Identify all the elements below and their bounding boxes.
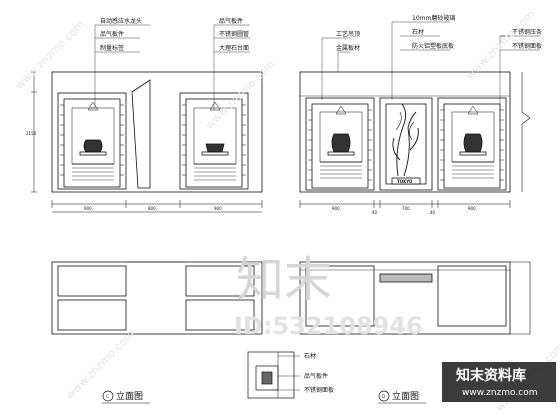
plant-motif-icon	[392, 103, 419, 177]
left-plan	[51, 261, 263, 335]
vase-icon	[463, 133, 483, 153]
vase-icon	[83, 139, 103, 153]
section-detail	[247, 351, 300, 399]
left-dim-3: 900	[214, 206, 222, 211]
left-slanted-panel	[131, 79, 151, 189]
watermark-id: ID:532108946	[234, 312, 423, 340]
right-title: D 立面图	[378, 390, 426, 404]
left-dim-1: 900	[84, 206, 92, 211]
left-annotation-4: 品气板件	[219, 17, 243, 25]
left-title: C 立面图	[102, 390, 150, 404]
right-elevation-labels: 工艺吊顶 金属板材 10mm磨砂玻璃 石材 防火铝塑板底板 不锈钢压条 不锈钢面…	[332, 14, 542, 215]
right-title-text: 立面图	[392, 390, 419, 402]
right-niche-1	[305, 97, 375, 191]
left-wall-outline	[51, 71, 263, 193]
right-dim-3: 700	[402, 206, 410, 211]
left-elevation-labels: 自动感应水龙头 品气板件 制量标签 品气板件 不锈钢圆管 大理石台面 900 8…	[26, 17, 249, 211]
left-annotation-1: 自动感应水龙头	[100, 17, 142, 25]
left-niche-1	[57, 92, 127, 190]
right-title-marker: D	[382, 394, 385, 399]
right-glass-panel	[379, 97, 433, 191]
detail-annotation-1: 石材	[304, 352, 316, 360]
right-dim-4: 40	[430, 210, 436, 215]
watermark-logo: 知末	[236, 252, 332, 308]
detail-annotation-2: 品气板件	[304, 372, 328, 380]
brand-badge	[442, 362, 556, 402]
left-title-marker: C	[106, 394, 109, 399]
right-dim-1: 900	[332, 206, 340, 211]
left-annotation-2: 品气板件	[100, 30, 124, 38]
right-annotation-6: 不锈钢压条	[512, 28, 542, 36]
right-wall-outline	[299, 71, 511, 193]
right-plan	[299, 261, 531, 335]
watermark-url-4: www.znzmo.com	[63, 328, 137, 402]
left-dim-2: 800	[148, 206, 156, 211]
break-line	[521, 72, 531, 192]
right-annotation-2: 金属板材	[336, 44, 360, 52]
right-elevation	[299, 21, 540, 208]
right-annotation-7: 不锈钢面板	[512, 42, 542, 50]
left-title-text: 立面图	[116, 390, 143, 402]
brand-title: 知末资料库	[456, 367, 526, 384]
right-niche-2	[437, 97, 507, 191]
left-elevation	[31, 24, 263, 213]
left-annotation-5: 不锈钢圆管	[219, 30, 249, 38]
right-annotation-4: 石材	[412, 28, 424, 36]
bowl-icon	[205, 143, 225, 153]
right-annotation-1: 工艺吊顶	[336, 30, 360, 38]
brand-url: www.znzmo.com	[462, 388, 537, 398]
right-dim-2: 40	[372, 210, 378, 215]
detail-annotation-3: 不锈钢面板	[304, 386, 334, 394]
detail-labels: 石材 品气板件 不锈钢面板	[304, 352, 334, 394]
right-annotation-5: 防火铝塑板底板	[412, 42, 454, 50]
left-annotation-3: 制量标签	[100, 44, 124, 52]
left-annotation-6: 大理石台面	[219, 44, 249, 52]
tokyo-sign: TOKYO	[397, 179, 413, 184]
right-dim-5: 900	[468, 206, 476, 211]
left-dim-vertical: 2150	[26, 131, 37, 136]
right-annotation-3: 10mm磨砂玻璃	[412, 14, 455, 22]
watermark-url-1: www.znzmo.com	[13, 18, 87, 92]
vase-icon	[331, 133, 351, 153]
